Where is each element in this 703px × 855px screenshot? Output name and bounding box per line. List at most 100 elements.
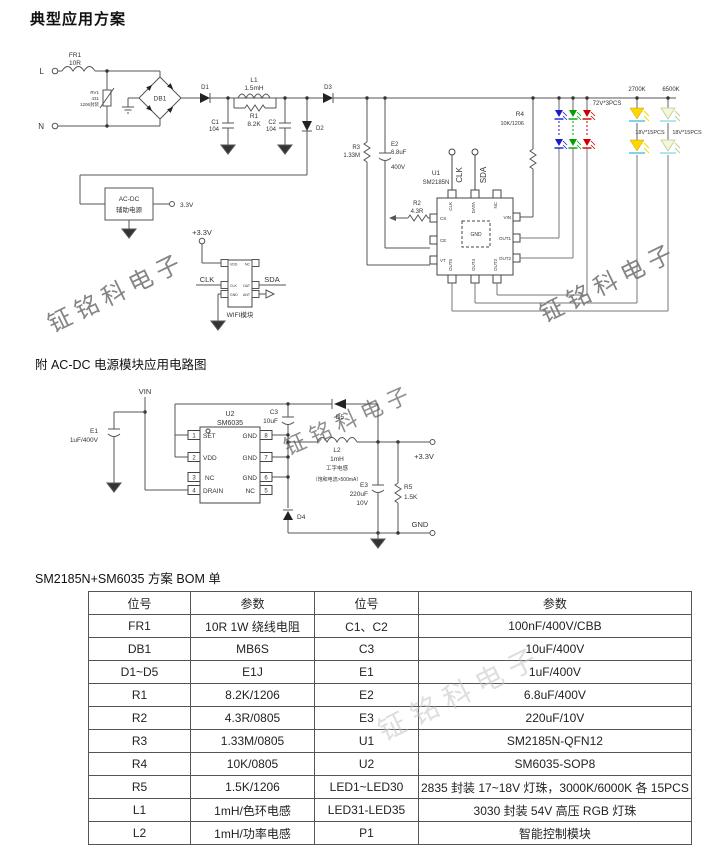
pin-u1-out1: OUT1 (499, 236, 511, 241)
bom-cell: R4 (88, 752, 191, 776)
led-green-string (568, 110, 582, 150)
pin-u1-out3: OUT3 (493, 259, 498, 271)
label-r3-ref: R3 (352, 145, 360, 151)
bom-cell: 10K/0805 (190, 752, 315, 776)
pin-wifi-vdd: VDD (230, 263, 238, 267)
bom-header-row: 位号 参数 位号 参数 (88, 591, 692, 615)
label-u1-part: SM2185N (423, 180, 450, 186)
label-e1-val: 1uF/400V (70, 437, 99, 444)
label-d1: D1 (201, 85, 209, 91)
label-s2-p33: +3.3V (414, 452, 434, 461)
label-l2-note2: （饱和电流>500mA） (313, 476, 362, 483)
acdc-wires (106, 397, 436, 549)
label-r4-val: 10K/1206 (500, 121, 524, 127)
label-r1-ref: R1 (250, 113, 259, 120)
label-acdc-33v: 3.3V (180, 202, 194, 209)
ac-input (51, 66, 161, 130)
bom-cell: 1mH/色环电感 (190, 798, 315, 822)
pin-wifi-dat: DAT (243, 284, 251, 288)
bom-cell: R2 (88, 706, 191, 730)
label-e2-ref: E2 (391, 142, 399, 148)
r3-e2-branch (363, 96, 430, 266)
led-warm-string (629, 107, 650, 154)
pin-num-1: 1 (192, 434, 196, 440)
pin-u1-nc: NC (493, 201, 498, 208)
bom-cell: R3 (88, 729, 191, 753)
label-wifi-sda: SDA (264, 275, 279, 284)
label-rv1-pkg: 1206封装 (80, 101, 100, 108)
label-c3-val: 10uF (263, 418, 278, 425)
label-fr1-ref: FR1 (69, 52, 82, 59)
bom-cell: 10uF/400V (418, 637, 692, 661)
section-title: 附 AC-DC 电源模块应用电路图 (35, 358, 207, 372)
pin-u2-vdd: VDD (203, 455, 217, 462)
bom-cell: 1.5K/1206 (190, 775, 315, 799)
label-e2-volt: 400V (391, 165, 405, 171)
label-d3: D3 (324, 85, 332, 91)
acdc-schematic: 钲铭科电子 (70, 385, 436, 549)
label-l2-ref: L2 (333, 447, 341, 454)
label-l1-ref: L1 (250, 77, 258, 84)
label-u1-ref: U1 (432, 170, 441, 177)
bom-cell: R5 (88, 775, 191, 799)
bom-cell: 智能控制模块 (418, 821, 692, 845)
label-s2-gnd: GND (412, 520, 429, 529)
r2-branch (389, 214, 430, 222)
label-l2-val: 1mH (330, 456, 344, 463)
bom-cell: 1mH/功率电感 (190, 821, 315, 845)
led-red-string (582, 110, 596, 150)
bom-cell: D1~D5 (88, 660, 191, 684)
pin-u2-drain: DRAIN (203, 488, 224, 495)
pin-num-7: 7 (264, 456, 268, 462)
pin-u1-out2: OUT2 (499, 256, 511, 261)
bom-cell: 1uF/400V (418, 660, 692, 684)
label-u1-clk-signal: CLK (455, 167, 464, 183)
bom-cell: E3 (314, 706, 419, 730)
page-title: 典型应用方案 (30, 11, 127, 28)
bom-cell: 10R 1W 绕线电阻 (190, 614, 315, 638)
label-e3-ref: E3 (360, 482, 368, 489)
pin-u2-set: SET (203, 433, 216, 440)
bom-cell: SM2185N-QFN12 (418, 729, 692, 753)
label-d5: D5 (336, 414, 345, 421)
label-c2-val: 104 (266, 127, 277, 133)
led-cool-string (660, 107, 681, 154)
pin-u1-clk: CLK (448, 202, 453, 211)
pin-wifi-nc: NC (245, 263, 251, 267)
bom-cell: FR1 (88, 614, 191, 638)
label-wifi-clk: CLK (200, 275, 215, 284)
pin-wifi-ant: ANT (243, 293, 251, 297)
pin-u1-ce: CE (440, 238, 446, 243)
label-cool-k: 6500K (662, 87, 679, 93)
label-rgb-pcs: 72V*3PCS (593, 101, 622, 107)
bom-cell: 6.8uF/400V (418, 683, 692, 707)
label-acdc-2: 辅助电源 (116, 205, 143, 214)
label-e3-volt: 10V (356, 500, 368, 507)
pin-wifi-clk: CLK (230, 284, 237, 288)
label-e3-val: 220uF (350, 491, 368, 498)
label-l-terminal: L (40, 67, 45, 76)
pin-num-3: 3 (192, 476, 196, 482)
label-e1-ref: E1 (90, 428, 98, 435)
label-u2-ref: U2 (226, 411, 235, 418)
label-u2-part: SM6035 (217, 420, 243, 427)
bom-cell: LED31-LED35 (314, 798, 419, 822)
label-u1-sda-signal: SDA (479, 166, 488, 183)
label-warm-k: 2700K (628, 87, 645, 93)
bom-cell: L2 (88, 821, 191, 845)
pin-u1-cs: CS (440, 216, 446, 221)
label-r5-val: 1.5K (404, 494, 418, 501)
pin-u1-vt: VT (440, 258, 446, 263)
pin-u2-nc5: NC (246, 488, 256, 495)
label-d2: D2 (316, 126, 324, 132)
bridge-db1 (122, 76, 182, 120)
pin-u2-gnd7: GND (243, 455, 258, 462)
bom-header-param2: 参数 (418, 591, 692, 615)
watermark-text: 钲铭科电子 (43, 248, 190, 338)
